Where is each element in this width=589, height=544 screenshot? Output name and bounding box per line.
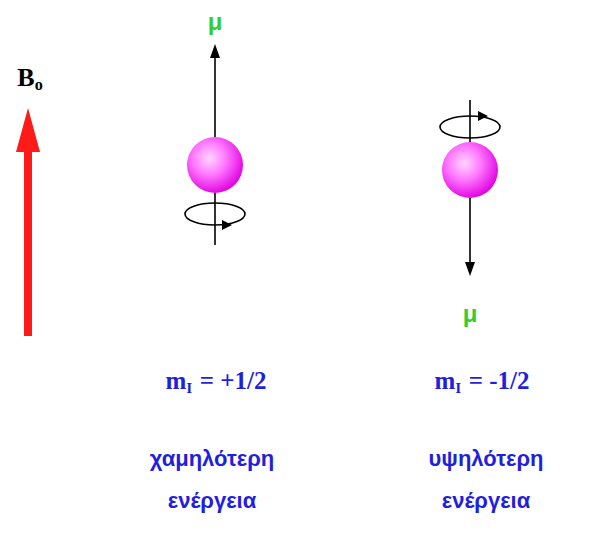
spin-quantum-number: m <box>434 367 455 394</box>
spin-quantum-number: = +1/2 <box>200 367 267 394</box>
moment-symbol-group: μ <box>208 8 223 37</box>
energy-label-group: χαμηλότερη ενέργεια <box>125 438 300 522</box>
subscript: I <box>455 379 461 396</box>
spin-quantum-number-group: mI = -1/2 <box>434 366 529 397</box>
spin-quantum-number: m <box>165 367 186 394</box>
nucleus-down <box>440 100 500 276</box>
energy-label: χαμηλότερη ενέργεια <box>150 446 274 513</box>
subscript: o <box>35 76 43 93</box>
nucleus-up <box>185 44 245 245</box>
moment-symbol: μ <box>208 8 223 35</box>
spin-quantum-number-group: mI = +1/2 <box>165 366 266 397</box>
moment-symbol: μ <box>463 300 478 327</box>
field-symbol: B <box>17 63 34 92</box>
moment-symbol-group: μ <box>463 300 478 329</box>
field-arrow <box>16 108 40 336</box>
spin-quantum-number: = -1/2 <box>469 367 530 394</box>
subscript: I <box>186 379 192 396</box>
energy-label: υψηλότερη ενέργεια <box>429 446 544 513</box>
field-symbol-group: Bo <box>17 62 42 94</box>
energy-label-group: υψηλότερη ενέργεια <box>399 438 574 522</box>
